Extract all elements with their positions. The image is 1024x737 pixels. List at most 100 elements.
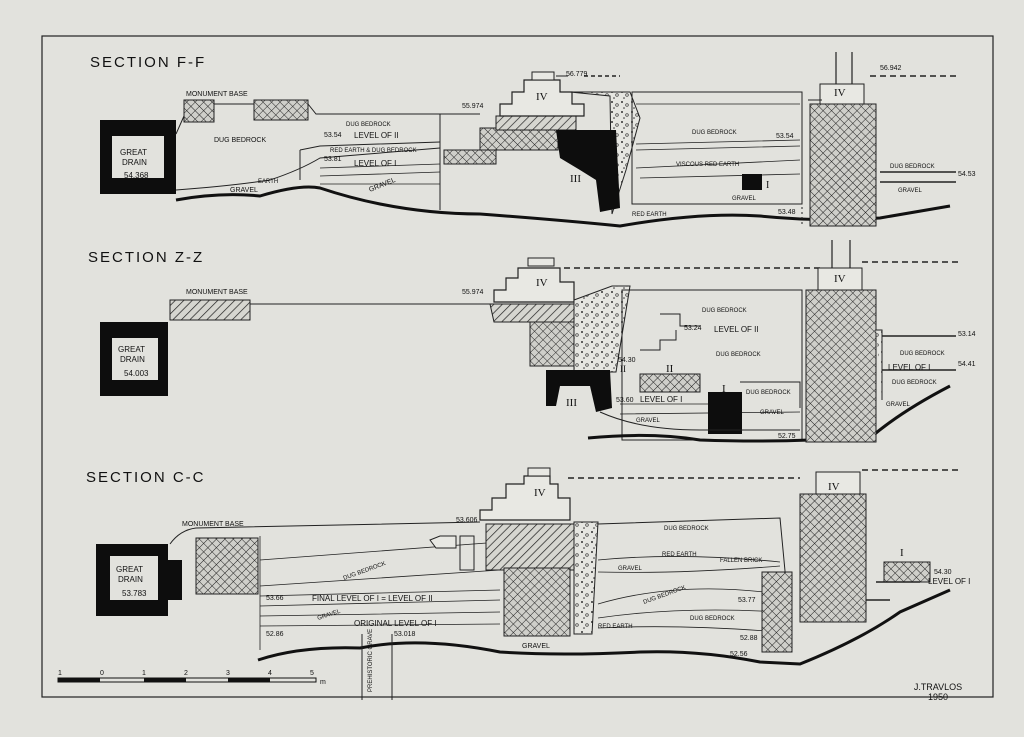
zz-structure-ii-label: II bbox=[620, 364, 626, 374]
section-zz bbox=[100, 240, 960, 443]
ff-red-earth-label: RED EARTH bbox=[632, 212, 667, 218]
drawing-year: 1950 bbox=[927, 692, 949, 702]
ff-elevation: 53.54 bbox=[324, 132, 342, 139]
zz-level-ii-label: LEVEL OF II bbox=[714, 325, 759, 334]
zz-level-i-label: LEVEL OF I bbox=[888, 363, 930, 372]
zz-elevation: 54.30 bbox=[618, 357, 636, 364]
cc-red-earth-label: RED EARTH bbox=[662, 552, 697, 558]
cc-elevation: 53.77 bbox=[738, 597, 756, 604]
cc-dug-bedrock-label: DUG BEDROCK bbox=[690, 616, 735, 622]
scale-tick-label: 5 bbox=[310, 670, 314, 677]
zz-elevation: 53.60 bbox=[616, 397, 634, 404]
zz-elevation: 52.75 bbox=[778, 433, 796, 440]
zz-elevation: 54.41 bbox=[958, 361, 976, 368]
scale-tick-label: 1 bbox=[58, 670, 62, 677]
zz-great-drain-label: GREAT bbox=[118, 345, 145, 354]
ff-red-earth-label: RED EARTH & DUG BEDROCK bbox=[330, 148, 417, 154]
ff-gravel-label: GRAVEL bbox=[368, 177, 397, 194]
zz-dug-bedrock-label: DUG BEDROCK bbox=[716, 352, 761, 358]
cc-prehistoric-grave-label: PREHISTORIC GRAVE bbox=[368, 629, 374, 692]
cc-elevation: 52.86 bbox=[266, 631, 284, 638]
ff-dug-bedrock-label: DUG BEDROCK bbox=[890, 164, 935, 170]
ff-level-ii-label: LEVEL OF II bbox=[354, 131, 399, 140]
cc-structure-iv-label: IV bbox=[828, 481, 840, 493]
cc-structure-iv-label: IV bbox=[534, 487, 546, 499]
cc-dug-bedrock-label: DUG BEDROCK bbox=[643, 585, 687, 606]
cc-monument-base-label: MONUMENT BASE bbox=[182, 521, 244, 528]
cc-elevation: 54.30 bbox=[934, 569, 952, 576]
cc-final-level-label: FINAL LEVEL OF I = LEVEL OF II bbox=[312, 594, 433, 603]
ff-gravel-label: GRAVEL bbox=[898, 188, 923, 194]
zz-structure-iv-label: IV bbox=[834, 273, 846, 285]
ff-elevation: 55.974 bbox=[462, 103, 484, 110]
zz-dug-bedrock-label: DUG BEDROCK bbox=[900, 351, 945, 357]
ff-great-drain-label: GREAT bbox=[120, 148, 147, 157]
ff-gravel-label: GRAVEL bbox=[732, 196, 757, 202]
monument-base-block bbox=[183, 99, 215, 123]
monument-base-block bbox=[169, 299, 251, 321]
cc-drain-elevation: 53.783 bbox=[122, 589, 147, 598]
section-cc-title: SECTION C-C bbox=[86, 469, 206, 486]
zz-elevation: 53.24 bbox=[684, 325, 702, 332]
cc-gravel-label: GRAVEL bbox=[618, 566, 643, 572]
cc-structure-i-label: I bbox=[900, 547, 904, 559]
zz-structure-iv-label: IV bbox=[536, 277, 548, 289]
scale-tick-label: 4 bbox=[268, 670, 272, 677]
ff-structure-iv-label: IV bbox=[536, 91, 548, 103]
scale-tick-label: 3 bbox=[226, 670, 230, 677]
cc-fallen-brick-label: FALLEN BRICK bbox=[720, 558, 762, 564]
ff-dug-bedrock-label: DUG BEDROCK bbox=[214, 137, 266, 144]
ff-elevation: 56.942 bbox=[880, 65, 902, 72]
ff-drain-elevation: 54.368 bbox=[124, 171, 149, 180]
ff-viscous-label: VISCOUS RED EARTH bbox=[676, 162, 739, 168]
ff-structure-i-label: I bbox=[766, 180, 769, 191]
cc-gravel-label: GRAVEL bbox=[522, 643, 550, 650]
cc-level-i-label: LEVEL OF I bbox=[928, 577, 970, 586]
section-zz-title: SECTION Z-Z bbox=[88, 249, 205, 266]
ff-great-drain-label: DRAIN bbox=[122, 158, 147, 167]
cc-elevation: 53.66 bbox=[266, 595, 284, 602]
scale-unit-label: m bbox=[320, 679, 326, 686]
zz-dug-bedrock-label: DUG BEDROCK bbox=[892, 380, 937, 386]
zz-gravel-label: GRAVEL bbox=[760, 410, 785, 416]
zz-dug-bedrock-label: DUG BEDROCK bbox=[746, 390, 791, 396]
section-ff bbox=[100, 52, 960, 228]
scale-bar: 1 0 1 2 3 4 5 m bbox=[57, 670, 326, 686]
cc-elevation: 53.606 bbox=[456, 517, 478, 524]
ff-elevation: 56.779 bbox=[566, 71, 588, 78]
zz-monument-base-label: MONUMENT BASE bbox=[186, 289, 248, 296]
outer-frame bbox=[41, 35, 994, 698]
cc-great-drain-label: GREAT bbox=[116, 565, 143, 574]
ff-dug-bedrock-label: DUG BEDROCK bbox=[346, 122, 391, 128]
zz-dug-bedrock-label: DUG BEDROCK bbox=[702, 308, 747, 314]
ff-elevation: 53.81 bbox=[324, 156, 342, 163]
cc-red-earth-label: RED EARTH bbox=[598, 624, 633, 630]
zz-great-drain-label: DRAIN bbox=[120, 355, 145, 364]
cc-elevation: 52.56 bbox=[730, 651, 748, 658]
cc-original-level-label: ORIGINAL LEVEL OF I bbox=[354, 619, 437, 628]
zz-elevation: 53.14 bbox=[958, 331, 976, 338]
ff-elevation: 53.48 bbox=[778, 209, 796, 216]
author-signature: J.TRAVLOS 1950 bbox=[908, 682, 968, 702]
zz-drain-elevation: 54.003 bbox=[124, 369, 149, 378]
zz-gravel-label: GRAVEL bbox=[886, 402, 911, 408]
ff-elevation: 54.53 bbox=[958, 171, 976, 178]
cc-dug-bedrock-label: DUG BEDROCK bbox=[664, 526, 709, 532]
section-cc bbox=[96, 467, 960, 700]
scale-tick-label: 1 bbox=[142, 670, 146, 677]
zz-structure-iii-label: III bbox=[566, 397, 577, 409]
ff-level-i-label: LEVEL OF I bbox=[354, 159, 396, 168]
cc-elevation: 53.018 bbox=[394, 631, 416, 638]
ff-structure-iii-label: III bbox=[570, 173, 581, 185]
ff-structure-iv-label: IV bbox=[834, 87, 846, 99]
monument-base-block bbox=[195, 537, 259, 595]
section-ff-title: SECTION F-F bbox=[90, 54, 207, 71]
ff-gravel-label: GRAVEL bbox=[230, 187, 258, 194]
scale-tick-label: 2 bbox=[184, 670, 188, 677]
ff-earth-label: EARTH bbox=[258, 179, 278, 185]
cc-gravel-label: GRAVEL bbox=[317, 609, 342, 622]
zz-level-i-label: LEVEL OF I bbox=[640, 395, 682, 404]
ff-elevation: 53.54 bbox=[776, 133, 794, 140]
